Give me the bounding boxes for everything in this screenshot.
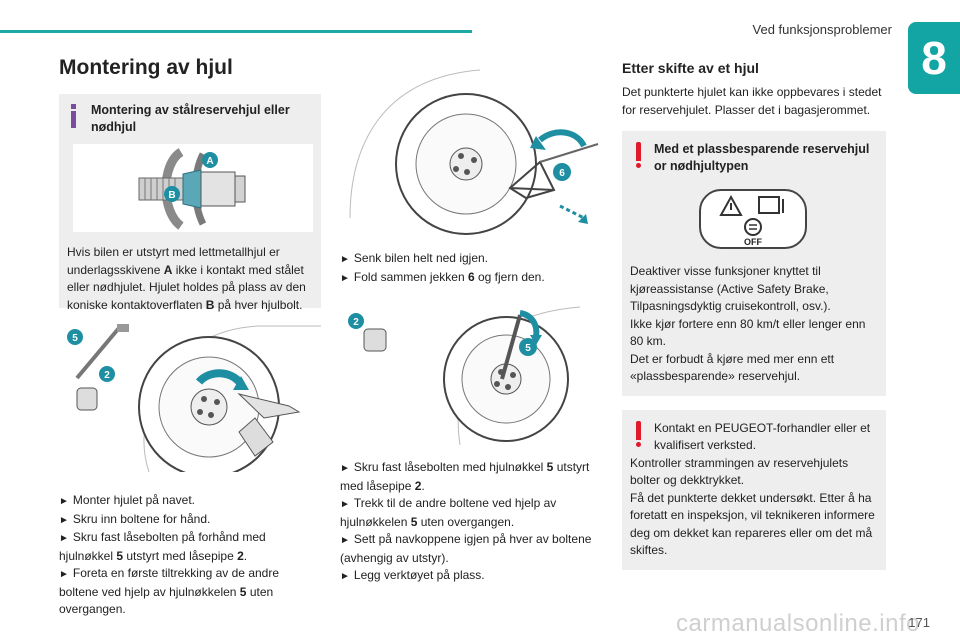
page-title: Montering av hjul (59, 56, 233, 79)
dealer-text: Få det punkterte dekket undersøkt. Etter… (630, 490, 875, 558)
spare-text: Deaktiver visse funksjoner knyttet til k… (630, 264, 831, 313)
dealer-text: Kontroller strammingen av reservehjulets… (630, 455, 849, 488)
chapter-tab: 8 (908, 22, 960, 94)
label-2-mid: 2 (353, 317, 359, 328)
column-left: Montering av hjul Montering av stålreser… (59, 52, 321, 619)
info-box-text: Hvis bilen er utstyrt med lettmetallhjul… (67, 245, 306, 312)
step-item: ►Trekk til de andre boltene ved hjelp av… (340, 496, 557, 529)
arrow-bullet-icon: ► (59, 496, 69, 507)
steps-list-2: ►Senk bilen helt ned igjen. ►Fold sammen… (340, 250, 602, 287)
info-box-title: Montering av stålreservehjul eller nødhj… (67, 102, 311, 136)
label-5-mid: 5 (525, 343, 531, 354)
arrow-bullet-icon: ► (59, 569, 69, 580)
jack-lowering-illustration: 6 (340, 68, 602, 236)
warning-box-dealer-head: Kontakt en PEUGEOT-forhandler eller et k… (630, 420, 876, 455)
bolt-tightening-illustration: 2 5 (340, 305, 602, 446)
label-5: 5 (72, 333, 78, 344)
arrow-bullet-icon: ► (340, 571, 350, 582)
wheel-bolt-illustration: A B (73, 144, 313, 232)
steps-list-3: ►Skru fast låsebolten med hjulnøkkel 5 u… (340, 459, 602, 586)
section-title: Ved funksjonsproblemer (752, 22, 892, 37)
spare-text: Ikke kjør fortere enn 80 km/t eller leng… (630, 316, 866, 349)
step-item: ►Skru fast låsebolten på forhånd med hju… (59, 530, 266, 563)
dealer-text: Kontakt en PEUGEOT-forhandler eller et k… (654, 420, 871, 453)
warning-box-dealer: Kontakt en PEUGEOT-forhandler eller et k… (622, 409, 886, 570)
step-item: ►Sett på navkoppene igjen på hver av bol… (340, 532, 592, 565)
label-b: B (168, 190, 175, 201)
arrow-bullet-icon: ► (340, 272, 350, 284)
watermark: carmanualsonline.info (676, 610, 920, 637)
arrow-bullet-icon: ► (59, 514, 69, 526)
header-rule (0, 30, 472, 33)
step-item: ►Monter hjulet på navet. (59, 493, 195, 507)
column-right: Etter skifte av et hjul Det punkterte hj… (622, 52, 886, 570)
arrow-bullet-icon: ► (340, 254, 350, 265)
spare-text: Det er forbudt å kjøre med mer enn ett «… (630, 351, 835, 384)
wheel-mounting-illustration: 5 2 (59, 322, 321, 478)
arrow-bullet-icon: ► (340, 499, 350, 510)
step-item: ►Skru inn boltene for hånd. (59, 511, 211, 526)
dashboard-panel-illustration: OFF (699, 189, 807, 249)
after-change-title: Etter skifte av et hjul (622, 60, 759, 76)
page-number: 171 (908, 615, 930, 630)
arrow-bullet-icon: ► (340, 535, 350, 546)
step-item: ►Senk bilen helt ned igjen. (340, 251, 489, 265)
arrow-bullet-icon: ► (59, 533, 69, 544)
label-2-left: 2 (104, 370, 110, 381)
step-item: ►Foreta en første tiltrekking av de andr… (59, 566, 280, 616)
column-middle: 6 ►Senk bilen helt ned igjen. ►Fold samm… (340, 52, 602, 586)
warning-icon (636, 420, 641, 447)
info-icon (71, 104, 76, 128)
step-item: ►Legg verktøyet på plass. (340, 568, 485, 582)
panel-off-label: OFF (744, 237, 762, 247)
info-box: Montering av stålreservehjul eller nødhj… (59, 94, 321, 312)
warning-icon (636, 142, 641, 168)
info-box-title-text: Montering av stålreservehjul eller nødhj… (91, 103, 290, 134)
label-6: 6 (559, 168, 565, 179)
label-a: A (206, 156, 213, 167)
steps-list-1: ►Monter hjulet på navet. ►Skru inn bolte… (59, 492, 321, 619)
after-change-intro: Det punkterte hjulet kan ikke oppbevares… (622, 85, 882, 117)
arrow-bullet-icon: ► (340, 463, 350, 474)
step-item: ►Fold sammen jekken 6 og fjern den. (340, 269, 545, 284)
step-item: ►Skru fast låsebolten med hjulnøkkel 5 u… (340, 460, 590, 493)
